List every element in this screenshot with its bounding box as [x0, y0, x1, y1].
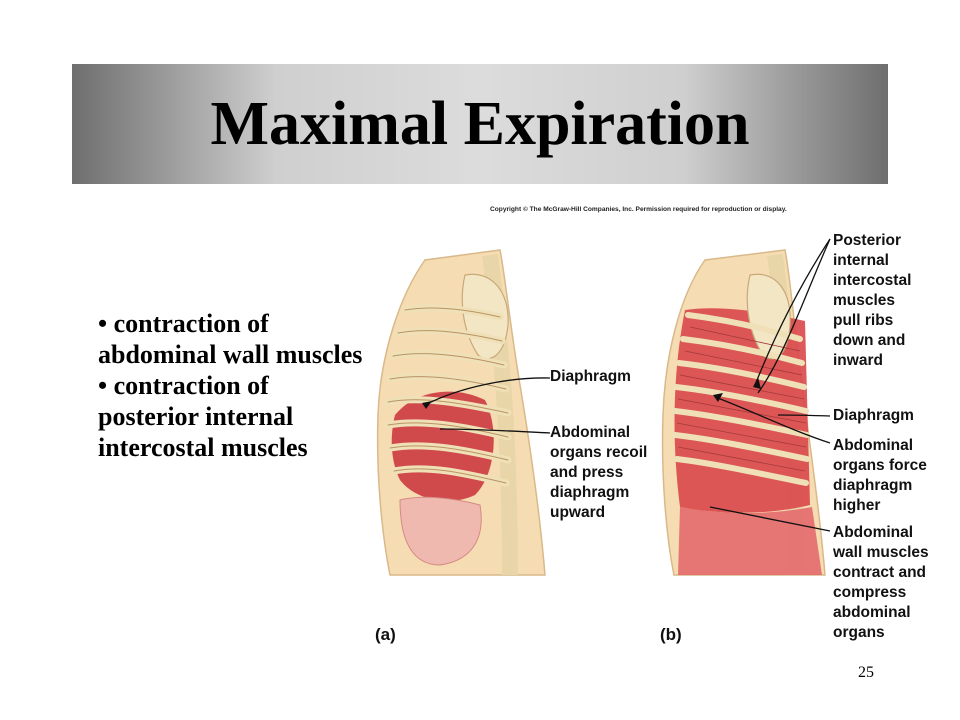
page-number: 25: [858, 664, 874, 681]
arrow-a: [422, 401, 432, 409]
label-organs-b: Abdominal organs force diaphragm higher: [833, 437, 927, 514]
panel-label-a: (a): [375, 625, 396, 644]
label-organs-a: Abdominal organs recoil and press diaphr…: [550, 424, 648, 521]
title-bar: Maximal Expiration: [72, 64, 888, 184]
slide-title: Maximal Expiration: [210, 89, 750, 158]
bullet-list: • contraction of abdominal wall muscles …: [98, 308, 368, 463]
bullet-item: • contraction of posterior internal inte…: [98, 371, 308, 462]
label-diaphragm-b: Diaphragm: [833, 407, 914, 424]
copyright-notice: Copyright © The McGraw-Hill Companies, I…: [490, 206, 787, 213]
arrows-b: [713, 377, 761, 402]
torso-a: [376, 249, 546, 576]
bullet-item: • contraction of abdominal wall muscles: [98, 309, 363, 369]
leader-lines-b: [709, 238, 831, 532]
leader-lines-a: [424, 377, 551, 434]
label-diaphragm-a: Diaphragm: [550, 368, 631, 385]
torso-b: [661, 249, 826, 576]
anatomy-figure: Diaphragm Abdominal organs recoil and pr…: [360, 215, 950, 655]
panel-label-b: (b): [660, 625, 682, 644]
label-abdominal-wall: Abdominal wall muscles contract and comp…: [833, 524, 929, 641]
label-posterior-intercostal: Posterior internal intercostal muscles p…: [833, 232, 912, 369]
figure-illustration: [376, 238, 831, 576]
